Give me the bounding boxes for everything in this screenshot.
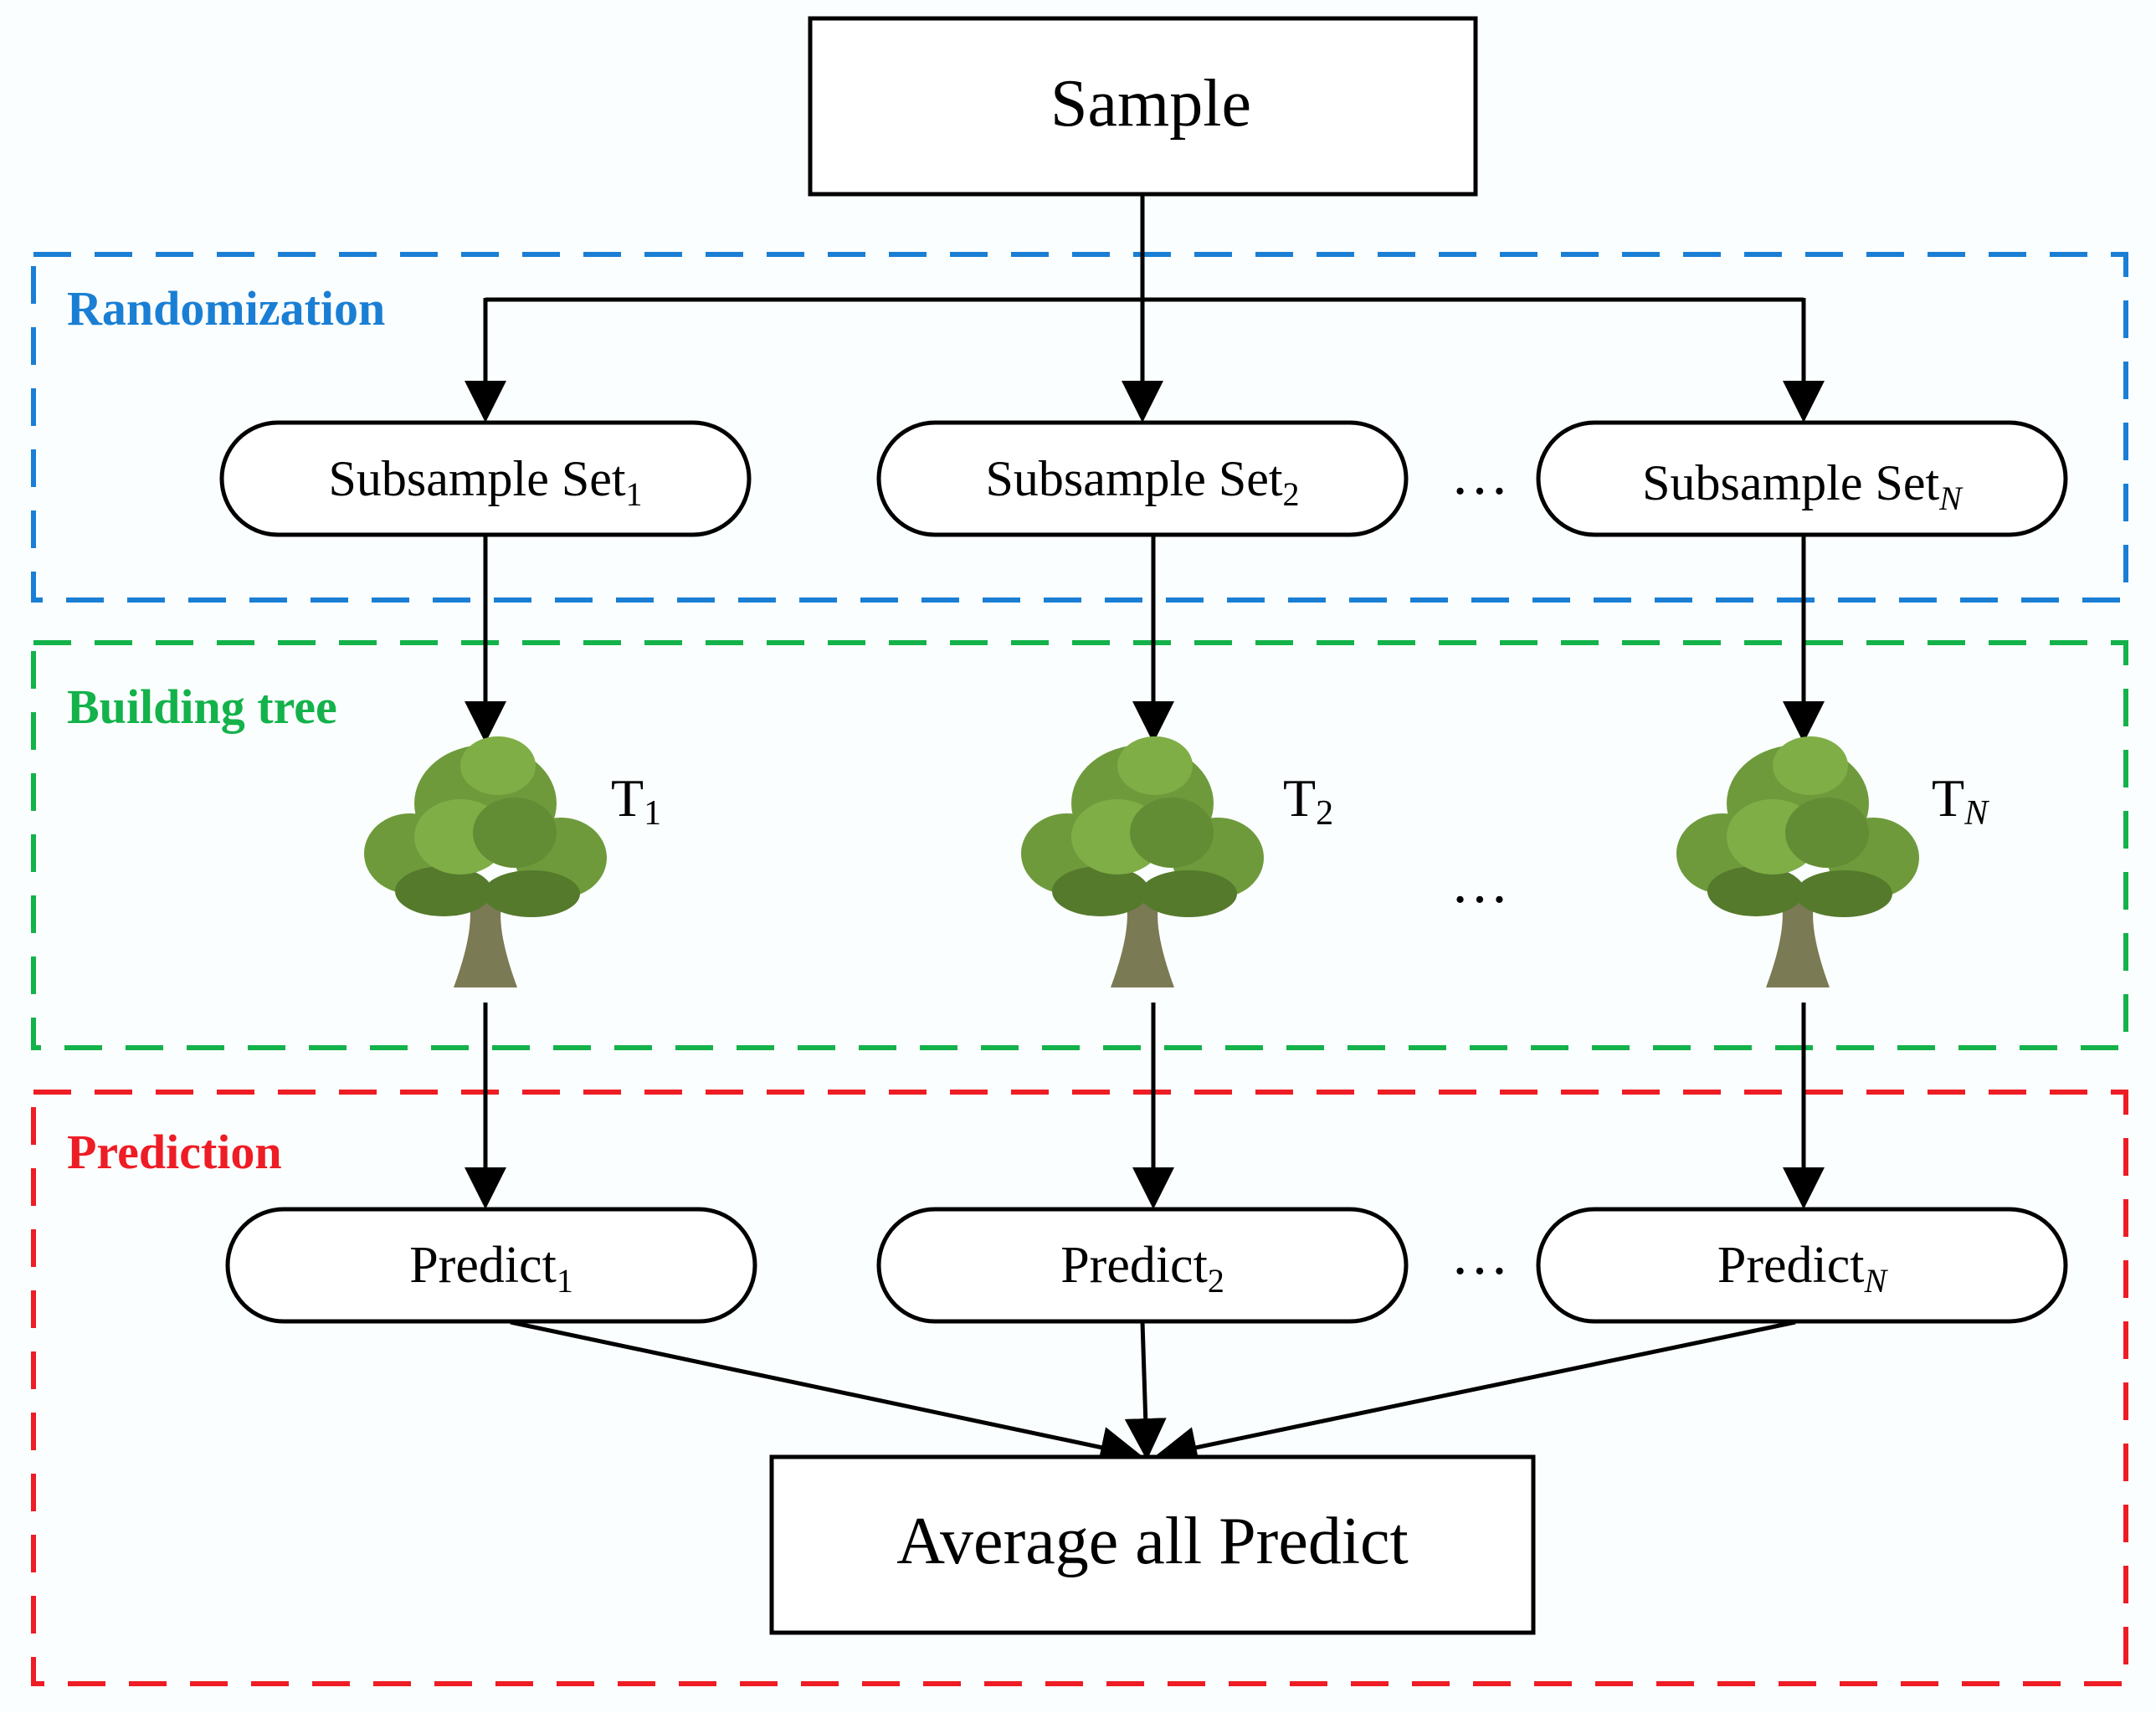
- tree-icon: [1676, 736, 1919, 987]
- subsample-subscript: 2: [1283, 475, 1300, 513]
- predict-2: Predict2: [876, 1207, 1409, 1324]
- subsample-label: Subsample Set: [329, 451, 626, 506]
- arrow-predict-n-to-average: [1155, 1320, 1796, 1469]
- randomization-label: Randomization: [67, 281, 385, 336]
- tree-label-1: T1: [611, 768, 661, 833]
- sample-box: [808, 16, 1478, 197]
- subsample-set-2: Subsample Set2: [876, 420, 1409, 537]
- subsample-set-n: Subsample SetN: [1536, 420, 2068, 537]
- svg-text:Subsample Set1: Subsample Set1: [329, 451, 643, 513]
- predict-label: Predict: [1717, 1237, 1865, 1294]
- arrow-predict-1-to-average: [510, 1320, 1142, 1469]
- svg-text:Subsample SetN: Subsample SetN: [1642, 455, 1964, 517]
- building-tree-section: [31, 640, 2128, 1050]
- predict-ellipsis: …: [1450, 1223, 1509, 1287]
- subsample-label: Subsample Set: [986, 451, 1283, 506]
- svg-text:Subsample Set2: Subsample Set2: [986, 451, 1300, 513]
- sample-label: Sample: [1050, 67, 1251, 141]
- predict-n: PredictN: [1536, 1207, 2068, 1324]
- subsample-label: Subsample Set: [1642, 455, 1939, 510]
- subsample-ellipsis: …: [1450, 443, 1509, 507]
- tree-label-2: T2: [1283, 768, 1333, 833]
- predict-label: Predict: [409, 1237, 557, 1294]
- building-tree-label: Building tree: [67, 680, 337, 734]
- tree-ellipsis: …: [1450, 851, 1509, 915]
- subsample-subscript: N: [1938, 480, 1964, 517]
- prediction-section: [31, 1090, 2128, 1686]
- predict-1: Predict1: [225, 1207, 757, 1324]
- svg-text:PredictN: PredictN: [1717, 1237, 1889, 1300]
- tree-label-n: TN: [1932, 768, 1989, 833]
- average-box: [769, 1454, 1536, 1635]
- predict-subscript: N: [1863, 1262, 1888, 1300]
- randomization-section: [31, 252, 2128, 603]
- predict-label: Predict: [1060, 1237, 1208, 1294]
- predict-subscript: 1: [557, 1262, 573, 1300]
- tree-icon: [364, 736, 607, 987]
- svg-text:Predict1: Predict1: [409, 1237, 573, 1300]
- tree-icon: [1021, 736, 1264, 987]
- average-label: Average all Predict: [896, 1505, 1409, 1578]
- prediction-label: Prediction: [67, 1125, 282, 1179]
- subsample-subscript: 1: [626, 475, 643, 513]
- arrow-predict-2-to-average: [1124, 1321, 1167, 1460]
- subsample-set-1: Subsample Set1: [219, 420, 752, 537]
- svg-text:Predict2: Predict2: [1060, 1237, 1224, 1300]
- predict-subscript: 2: [1208, 1262, 1224, 1300]
